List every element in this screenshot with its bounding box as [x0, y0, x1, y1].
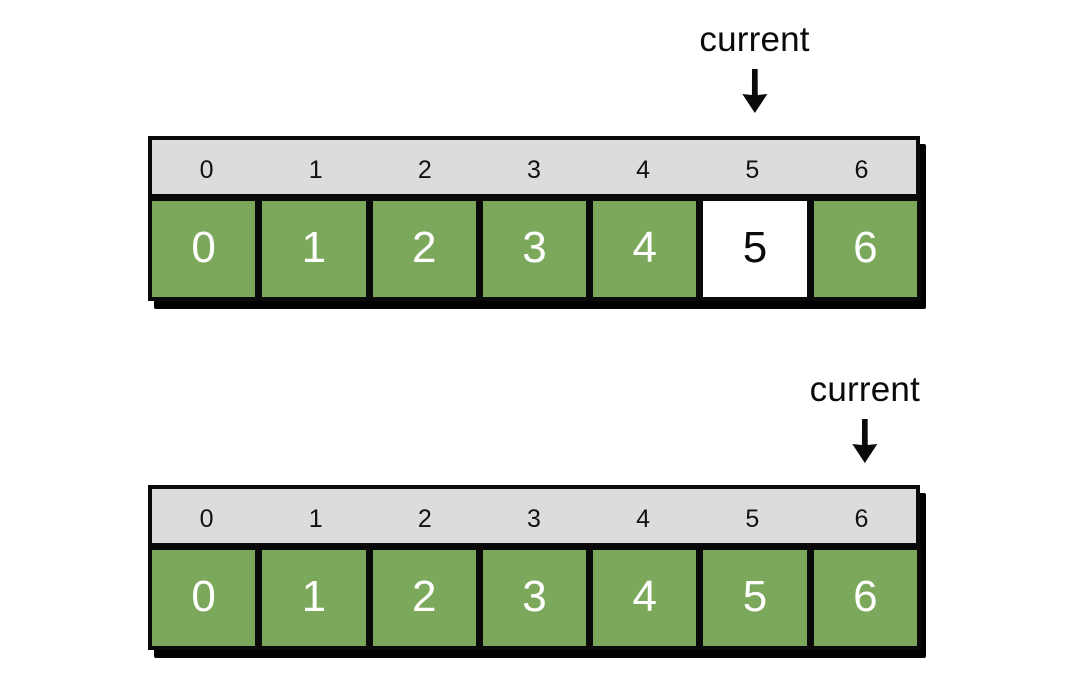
pointer-current-bottom: current [810, 372, 920, 465]
index-label: 3 [527, 155, 541, 184]
array-bottom-index-bar: 0 1 2 3 4 5 6 [148, 485, 920, 547]
index-label: 2 [417, 155, 432, 184]
pointer-label-bottom: current [809, 370, 921, 409]
array-top-index-bar: 0 1 2 3 4 5 6 [148, 136, 920, 198]
pointer-label-top: current [699, 20, 810, 59]
array-cell-current[interactable]: 6 [809, 546, 922, 652]
index-label: 5 [745, 155, 760, 184]
array-cell[interactable]: 4 [589, 197, 702, 303]
array-cell[interactable]: 0 [148, 197, 261, 303]
array-cell[interactable]: 6 [809, 197, 922, 303]
cell-value: 6 [853, 571, 878, 621]
array-top: 0 1 2 3 4 5 6 0 1 2 3 4 5 [148, 136, 926, 309]
cell-value: 3 [522, 222, 547, 272]
index-label: 2 [417, 504, 432, 533]
index-label: 6 [854, 504, 869, 533]
cell-value: 2 [411, 222, 437, 272]
index-label: 4 [636, 155, 651, 184]
index-label: 1 [308, 155, 323, 184]
array-top-cells: 0 1 2 3 4 5 6 [148, 197, 922, 303]
cell-value: 5 [742, 222, 768, 272]
index-label: 0 [199, 504, 214, 533]
cell-value: 3 [522, 571, 547, 621]
array-cell[interactable]: 4 [589, 546, 702, 652]
cell-value: 5 [742, 571, 768, 621]
array-cell[interactable]: 2 [368, 197, 481, 303]
arrow-down-icon [742, 69, 768, 113]
cell-value: 6 [853, 222, 878, 272]
index-label: 5 [745, 504, 760, 533]
array-cell[interactable]: 1 [258, 546, 371, 652]
array-cell-current[interactable]: 5 [699, 197, 812, 303]
arrow-down-icon [852, 419, 878, 463]
index-label: 0 [199, 155, 214, 184]
cell-value: 4 [632, 222, 657, 272]
cell-value: 1 [301, 222, 327, 272]
index-label: 4 [636, 504, 651, 533]
cell-value: 0 [191, 571, 216, 621]
array-cell[interactable]: 0 [148, 546, 261, 652]
array-cell[interactable]: 5 [699, 546, 812, 652]
cell-value: 2 [411, 571, 437, 621]
cell-value: 0 [191, 222, 216, 272]
pointer-current-top: current [699, 20, 810, 115]
array-cell[interactable]: 1 [258, 197, 371, 303]
index-label: 3 [527, 504, 541, 533]
array-bottom-cells: 0 1 2 3 4 5 6 [148, 546, 922, 652]
cell-value: 1 [301, 571, 327, 621]
array-cell[interactable]: 3 [478, 197, 592, 303]
index-label: 1 [308, 504, 323, 533]
cell-value: 4 [632, 571, 657, 621]
array-cell[interactable]: 3 [478, 546, 592, 652]
array-cell[interactable]: 2 [368, 546, 481, 652]
array-bottom: 0 1 2 3 4 5 6 0 1 2 3 4 5 [148, 485, 926, 658]
index-label: 6 [854, 155, 869, 184]
